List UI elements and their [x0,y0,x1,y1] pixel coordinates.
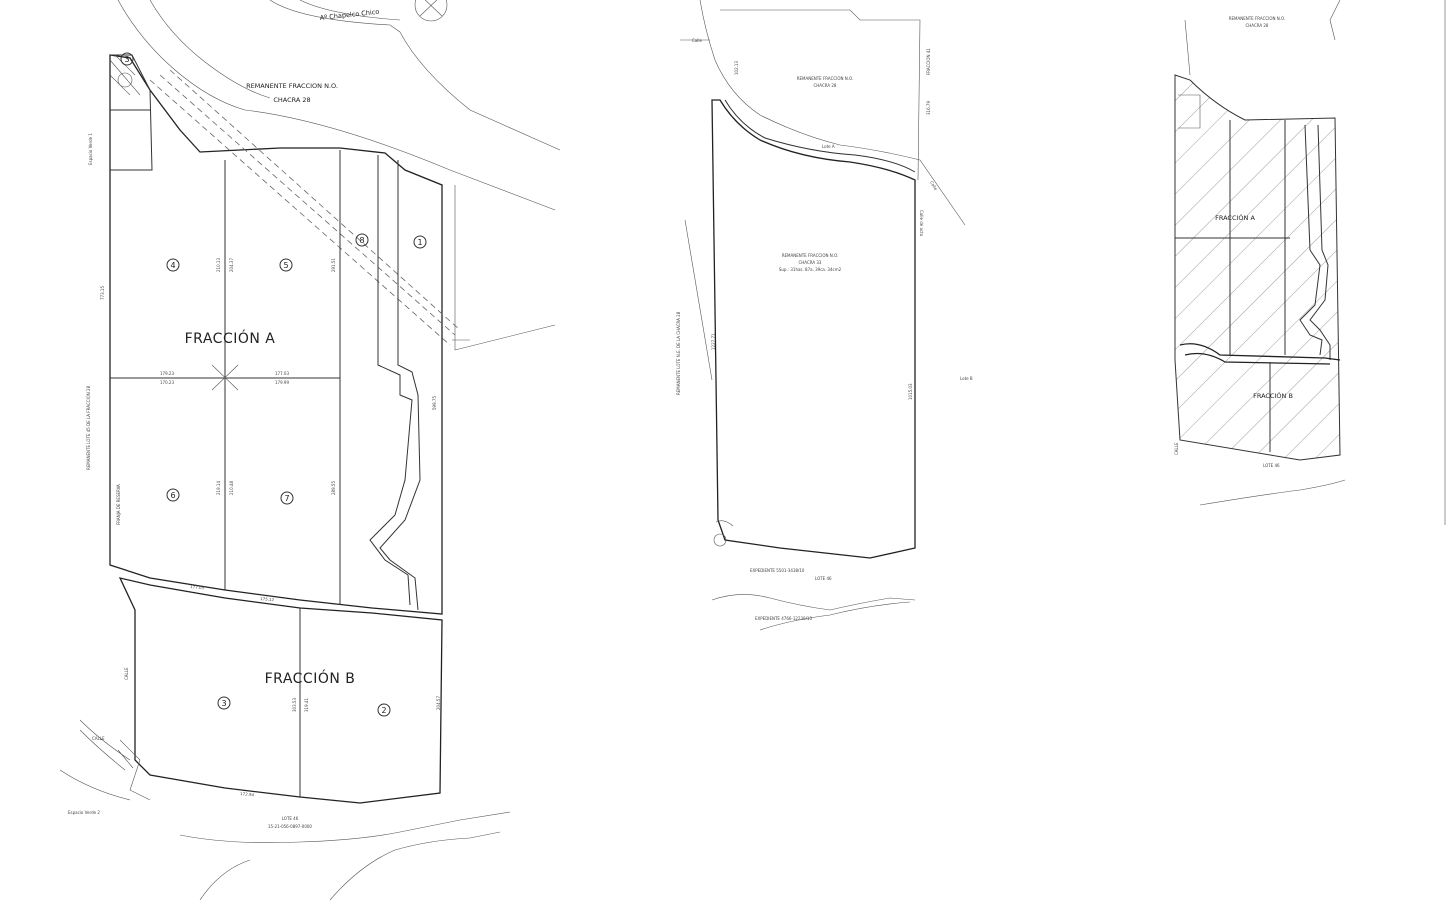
calle-label: Calle [692,38,702,43]
plan-right: REMANENTE FRACCION N.O. CHACRA 28 FRACCI… [1174,0,1446,525]
right-lote-label: LOTE 46 [1263,463,1280,468]
lot-marker: 5 [279,258,293,272]
left-side-label: REMANENTE LOTE N.E. DE LA CHACRA 28 [676,311,681,395]
dim-label: 289.55 [331,481,336,495]
bottom-lot-code: 15-21-056-0897-0000 [268,824,312,829]
right-fraction-a-label: FRACCIÓN A [1215,213,1255,222]
dim-label: 1015.03 [908,383,913,400]
lot-marker: 1 [413,235,427,249]
center-header-line1: REMANENTE FRACCION N.O. [797,76,854,81]
dim-label: 599.75 [432,396,437,410]
right-header-line2: CHACRA 28 [1246,23,1269,28]
calle-right-label: Calle [929,180,939,192]
svg-text:3: 3 [124,55,129,64]
dim-label: 316.79 [926,101,931,115]
dim-label: 204.57 [436,696,441,710]
svg-text:1: 1 [417,238,422,247]
dim-label: 303.53 [292,698,297,712]
right-calle-label: CALLE [1174,442,1179,455]
dim-label: 102.13 [734,61,739,75]
dim-label: 219.14 [216,481,221,495]
expediente-1-label: EXPEDIENTE 5501-3438/10 [750,568,805,573]
right-fraction-b-label: FRACCIÓN B [1253,391,1293,400]
dim-label: 175.12 [260,596,275,602]
lote-a-label: Lote A [822,144,835,149]
espacio-verde-2-label: Espacio Verde 2 [68,810,100,815]
svg-text:7: 7 [284,494,289,503]
svg-text:2: 2 [381,706,386,715]
edge-label: CALLE [124,667,129,680]
dim-label: 179.23 [160,371,174,376]
dim-label: 1227.71 [711,333,716,350]
calle-label: CALLE [92,736,105,741]
svg-text:3: 3 [221,699,226,708]
dim-label: 177.05 [190,584,205,590]
fraction-b-label: FRACCIÓN B [265,669,356,687]
lote-b-label: Lote B [960,376,973,381]
fraccion-41-label: FRACCION 41 [926,48,931,75]
edge-label: FRANJA DE RESERVA [116,484,121,525]
dim-label: 179.99 [275,380,289,385]
center-body-line1: REMANENTE FRACCION N.O. [782,253,839,258]
svg-text:5: 5 [283,261,288,270]
lot-marker: 3 [217,696,231,710]
lot-marker: 8 [355,233,369,247]
dim-label: 291.51 [331,258,336,272]
side-label-left: REMANENTE LOTE 45 DE LA FRACCION 28 [86,385,91,470]
dim-label: 172.94 [240,791,255,797]
plan-left: Aº Chapelco Chico REMANENTE FRACCION N.O… [59,0,561,900]
calle-de-acto-label: Calle de acto [919,210,924,237]
svg-text:6: 6 [170,491,175,500]
lot-marker: 2 [377,703,391,717]
dim-label: 204.37 [229,258,234,272]
dim-label: 210.13 [216,258,221,272]
center-body-line3: Sup.: 31has. 87a. 39ca. 34cm2 [779,267,842,272]
svg-text:4: 4 [170,261,175,270]
dim-label: 177.03 [275,371,289,376]
center-header-line2: CHACRA 28 [814,83,837,88]
dim-label: 170.23 [160,380,174,385]
lote-46-label: LOTE 46 [815,576,832,581]
center-body-line2: CHACRA 33 [799,260,822,265]
svg-text:8: 8 [359,236,364,245]
left-header-line2: CHACRA 28 [273,96,310,104]
dim-label: 319.41 [304,698,309,712]
bottom-lot-label: LOTE 46 [282,816,299,821]
lot-marker: 4 [166,258,180,272]
dim-label: 773.15 [100,286,105,300]
left-header-line1: REMANENTE FRACCION N.O. [246,82,338,90]
plan-center: REMANENTE FRACCION N.O. CHACRA 28 REMANE… [676,0,973,631]
lot-marker: 7 [280,491,294,505]
lot-marker: 3 [120,52,134,66]
fraction-a-label: FRACCIÓN A [185,329,276,347]
expediente-2-label: EXPEDIENTE 4766-12230/10 [755,616,812,621]
espacio-verde-1-label: Espacio Verde 1 [88,133,93,165]
right-header-line1: REMANENTE FRACCION N.O. [1229,16,1286,21]
dim-label: 210.48 [229,481,234,495]
lot-marker: 6 [166,488,180,502]
